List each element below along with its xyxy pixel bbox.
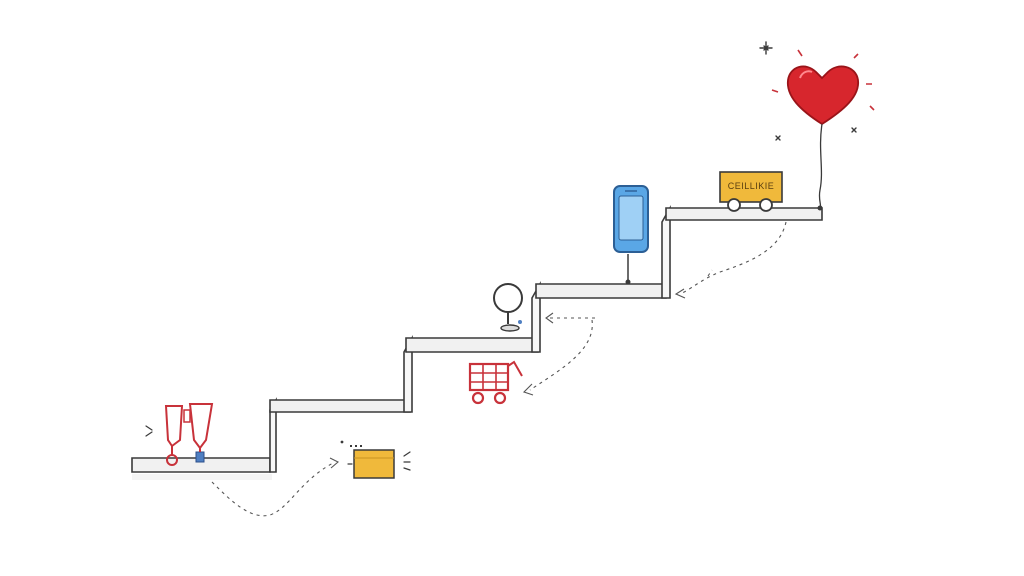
step-4: [535, 283, 667, 299]
smartphone-icon: [613, 185, 649, 285]
truck-label: CEILLIKIE: [728, 181, 775, 191]
arrow-head-3: [545, 312, 554, 324]
arrow-head-2: [522, 383, 534, 396]
staircase: [131, 204, 823, 480]
journey-paths: [211, 221, 787, 517]
package-box-icon: [340, 440, 411, 479]
arrow-head-1: [329, 457, 339, 469]
path-5: [707, 269, 713, 277]
shopping-cart-icon: [468, 360, 523, 405]
riser-4: [661, 204, 671, 299]
glasses-stand-icon: [145, 403, 214, 466]
step-2: [269, 399, 411, 413]
step-5: [665, 207, 823, 221]
heart-balloon-icon: [759, 41, 875, 211]
step-shadow: [132, 474, 272, 480]
path-4: [679, 221, 787, 295]
delivery-truck-icon: CEILLIKIE: [719, 171, 783, 212]
magnifier-icon: [493, 283, 523, 332]
step-3: [405, 337, 539, 353]
path-2: [529, 319, 593, 391]
arrow-head-4: [674, 288, 686, 299]
